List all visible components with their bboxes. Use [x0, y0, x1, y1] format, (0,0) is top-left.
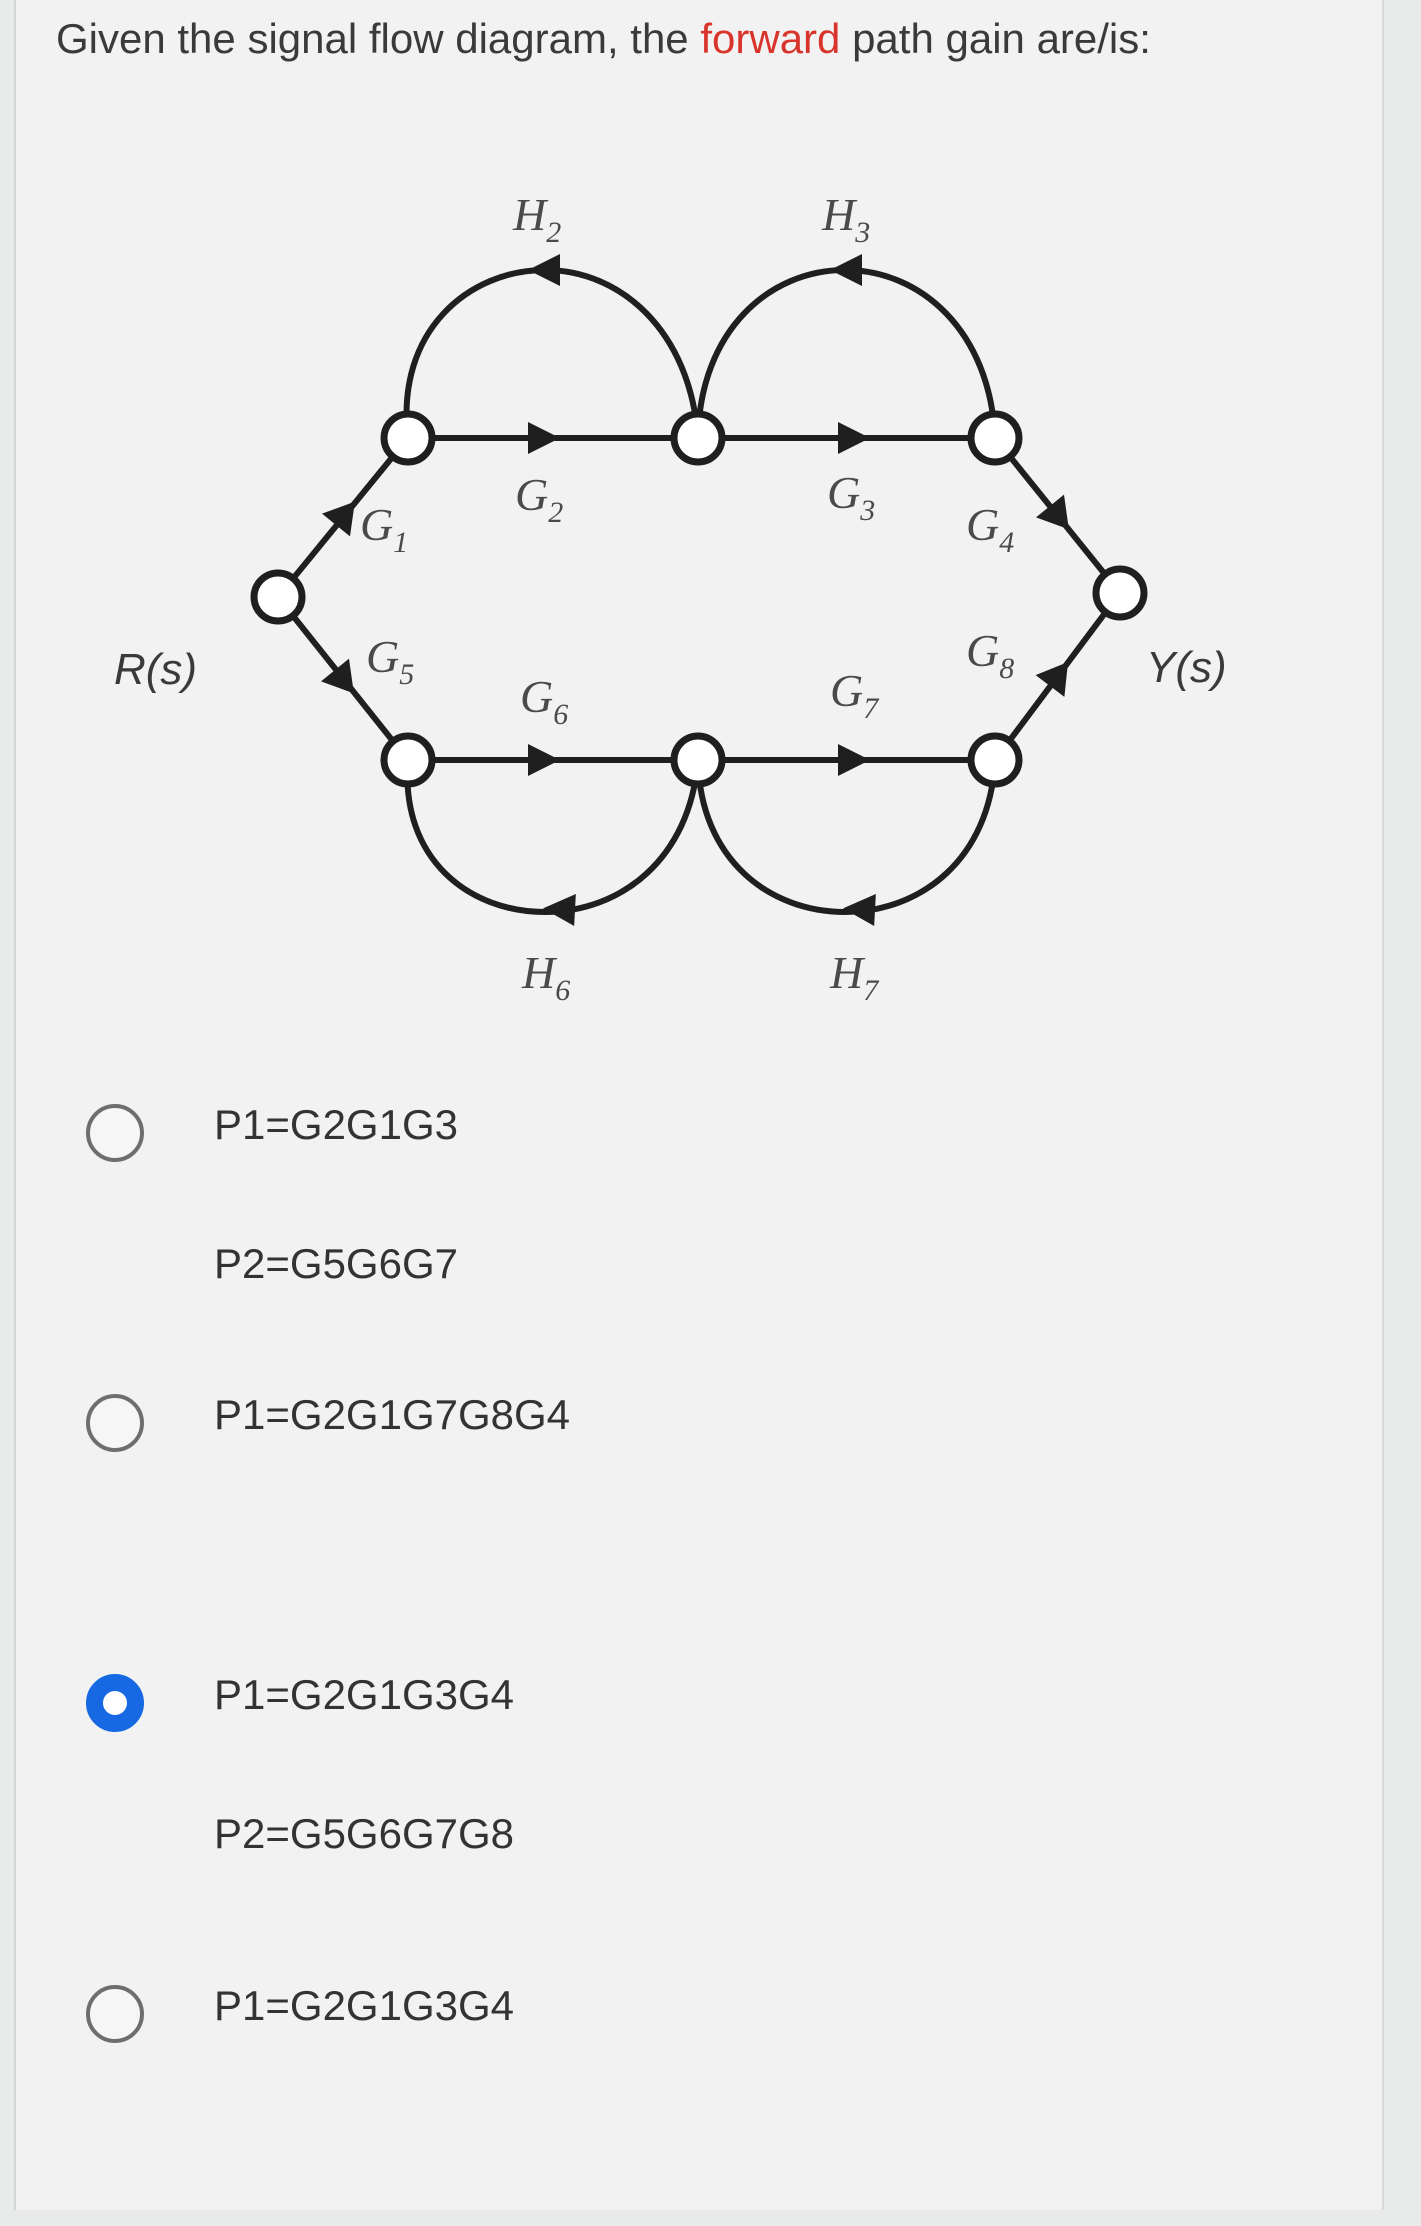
option-4-line-1: P1=G2G1G3G4 [214, 1982, 515, 2029]
branch-g6 [408, 744, 698, 776]
option-1-line-1: P1=G2G1G3 [214, 1101, 458, 1148]
answer-option-2[interactable]: P1=G2G1G7G8G4 [86, 1390, 570, 1452]
node-bottom-2 [670, 732, 726, 788]
input-label: R(s) [114, 645, 197, 694]
option-2-text: P1=G2G1G7G8G4 [214, 1390, 570, 1440]
question-card [14, 0, 1384, 2210]
option-4-text: P1=G2G1G3G4 [214, 1981, 514, 2031]
branch-g5 [275, 595, 411, 762]
label-g5: G5 [366, 631, 414, 691]
loop-h3 [695, 254, 998, 439]
radio-button-3-selected[interactable] [86, 1674, 144, 1732]
radio-button-1[interactable] [86, 1104, 144, 1162]
branch-g3 [698, 422, 995, 454]
label-h6: H6 [521, 947, 570, 1007]
node-input [250, 569, 306, 625]
node-top-1 [380, 410, 436, 466]
label-g8: G8 [966, 625, 1014, 685]
loop-h2 [403, 254, 701, 439]
answer-option-1[interactable]: P1=G2G1G3 P2=G5G6G7 [86, 1100, 458, 1290]
answer-option-3[interactable]: P1=G2G1G3G4 P2=G5G6G7G8 [86, 1670, 514, 1860]
question-suffix: path gain are/is: [840, 15, 1151, 62]
branch-g4 [992, 436, 1123, 595]
loop-h7 [695, 759, 998, 926]
label-g1: G1 [360, 499, 408, 559]
branch-g1 [275, 436, 411, 599]
label-h3: H3 [821, 189, 870, 249]
node-top-2 [670, 410, 726, 466]
label-g7: G7 [830, 665, 880, 725]
branch-g2 [408, 422, 698, 454]
node-output [1092, 565, 1148, 621]
label-g3: G3 [827, 467, 875, 527]
option-3-line-1: P1=G2G1G3G4 [214, 1671, 515, 1718]
option-2-line-1: P1=G2G1G7G8G4 [214, 1391, 571, 1438]
branch-g7 [698, 744, 995, 776]
label-g6: G6 [520, 671, 568, 731]
label-g2: G2 [515, 469, 563, 529]
signal-flow-diagram: G1 G2 G3 G4 G5 G6 G7 G8 H2 H3 H6 H7 R(s)… [114, 189, 1227, 1007]
node-top-3 [967, 410, 1023, 466]
option-1-line-2: P2=G5G6G7 [214, 1240, 458, 1288]
option-1-text: P1=G2G1G3 P2=G5G6G7 [214, 1100, 458, 1290]
question-prefix: Given the signal flow diagram, the [56, 15, 701, 62]
option-3-text: P1=G2G1G3G4 P2=G5G6G7G8 [214, 1670, 514, 1860]
radio-button-2[interactable] [86, 1394, 144, 1452]
label-h7: H7 [829, 947, 880, 1007]
answer-option-4[interactable]: P1=G2G1G3G4 [86, 1981, 514, 2043]
label-h2: H2 [512, 189, 561, 249]
question-highlight: forward [700, 15, 841, 62]
node-bottom-3 [967, 732, 1023, 788]
node-bottom-1 [380, 732, 436, 788]
loop-h6 [404, 759, 701, 926]
option-3-line-2: P2=G5G6G7G8 [214, 1810, 515, 1858]
output-label: Y(s) [1146, 643, 1227, 692]
branch-g8 [992, 591, 1123, 762]
radio-button-4[interactable] [86, 1985, 144, 2043]
question-text: Given the signal flow diagram, the forwa… [56, 14, 1151, 64]
label-g4: G4 [966, 499, 1014, 559]
